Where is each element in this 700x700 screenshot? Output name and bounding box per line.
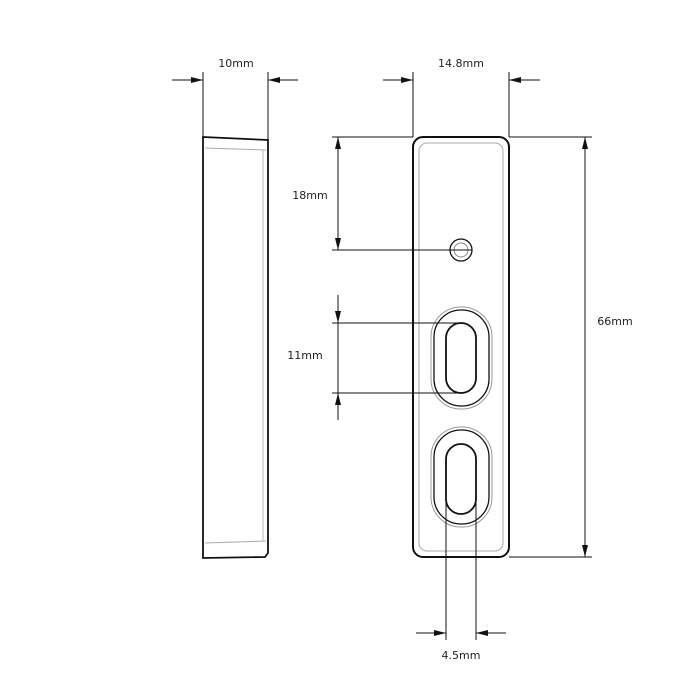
label-10mm: 10mm: [218, 57, 253, 70]
dim-14-8mm: [383, 72, 540, 137]
slot-upper: [430, 306, 493, 410]
dim-66mm: [509, 136, 592, 558]
dim-18mm: [332, 136, 472, 251]
dim-11mm: [332, 295, 461, 420]
label-11mm: 11mm: [287, 349, 322, 362]
front-view: [412, 136, 510, 558]
label-18mm: 18mm: [292, 189, 327, 202]
slot-lower: [430, 426, 493, 528]
label-4-5mm: 4.5mm: [442, 649, 481, 662]
label-66mm: 66mm: [597, 315, 632, 328]
label-14-8mm: 14.8mm: [438, 57, 484, 70]
dim-10mm: [172, 72, 298, 140]
side-view: [202, 136, 269, 559]
dim-4-5mm: [416, 500, 506, 640]
